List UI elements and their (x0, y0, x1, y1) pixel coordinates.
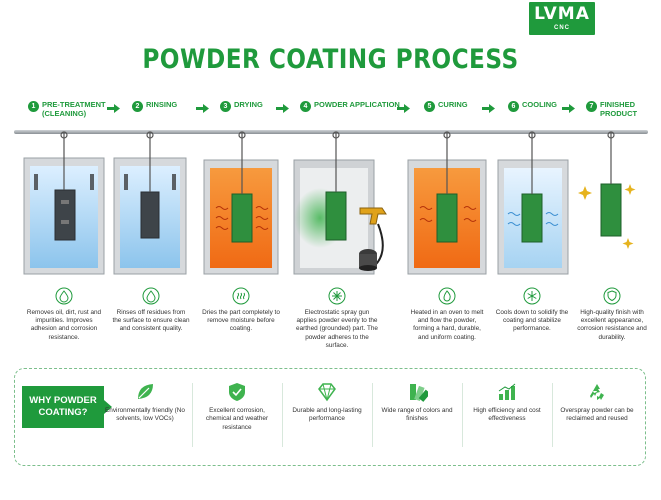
powder-spray-booth (293, 159, 387, 275)
benefit-recycle: Overspray powder can be reclaimed and re… (556, 381, 638, 424)
drying-oven (203, 159, 279, 275)
diamond-icon (318, 383, 336, 402)
step-label: CURING (438, 100, 468, 109)
step-label: POWDER APPLICATION (314, 100, 400, 109)
step-label: FINISHED PRODUCT (600, 100, 638, 118)
description-text: Dries the part completely to remove mois… (202, 309, 280, 333)
step-3: 3 DRYING (220, 100, 263, 124)
step-5: 5 CURING (424, 100, 468, 124)
step-label: COOLING (522, 100, 557, 109)
benefit-text: Environmentally friendly (No solvents, l… (105, 407, 185, 423)
step-description-2: Rinses off residues from the surface to … (112, 287, 190, 334)
step-number: 6 (508, 101, 519, 112)
divider (192, 383, 193, 447)
step-number: 3 (220, 101, 231, 112)
powder-burst-icon (328, 287, 346, 305)
step-number: 4 (300, 101, 311, 112)
step-4: 4 POWDER APPLICATION (300, 100, 400, 124)
step-7: 7 FINISHED PRODUCT (586, 100, 637, 124)
brand-logo: LVMA CNC (529, 2, 595, 35)
quality-shield-icon (603, 287, 621, 305)
heat-waves-icon (232, 287, 250, 305)
step-description-6: Cools down to solidify the coating and s… (493, 287, 571, 334)
step-number: 1 (28, 101, 39, 112)
benefit-resistance: Excellent corrosion, chemical and weathe… (196, 381, 278, 432)
step-2: 2 RINSING (132, 100, 177, 124)
step-label: DRYING (234, 100, 263, 109)
benefit-text: High efficiency and cost effectiveness (473, 407, 541, 423)
recycle-icon (590, 384, 604, 400)
step-label: PRE-TREATMENT (CLEANING) (42, 100, 106, 118)
benefit-text: Excellent corrosion, chemical and weathe… (205, 407, 269, 431)
pretreatment-tank (23, 157, 105, 275)
step-6: 6 COOLING (508, 100, 557, 124)
benefit-durable: Durable and long-lasting performance (286, 381, 368, 424)
color-swatch-icon (410, 384, 428, 402)
rinsing-tank (113, 157, 187, 275)
benefit-text: Overspray powder can be reclaimed and re… (560, 407, 634, 423)
droplet-icon (55, 287, 73, 305)
flame-icon (438, 287, 456, 305)
benefit-text: Durable and long-lasting performance (292, 407, 362, 423)
logo-sub: CNC (554, 25, 570, 31)
divider (282, 383, 283, 447)
why-title: WHY POWDER COATING? (22, 386, 112, 428)
benefit-efficiency: High efficiency and cost effectiveness (466, 381, 548, 424)
divider (552, 383, 553, 447)
logo-main: LVMA (534, 4, 590, 24)
bar-chart-icon (498, 383, 516, 400)
step-1: 1 PRE-TREATMENT (CLEANING) (28, 100, 106, 124)
step-number: 2 (132, 101, 143, 112)
divider (372, 383, 373, 447)
shield-check-icon (229, 383, 245, 401)
description-text: High-quality finish with excellent appea… (577, 309, 647, 341)
snowflake-icon (523, 287, 541, 305)
benefit-text: Wide range of colors and finishes (381, 407, 453, 423)
benefit-eco: Environmentally friendly (No solvents, l… (104, 381, 186, 424)
leaf-icon (138, 384, 153, 399)
divider (462, 383, 463, 447)
finished-part (578, 183, 636, 249)
page-title: POWDER COATING PROCESS (142, 44, 519, 75)
step-description-7: High-quality finish with excellent appea… (573, 287, 651, 342)
process-stations-illustration (23, 131, 636, 275)
step-number: 5 (424, 101, 435, 112)
description-text: Rinses off residues from the surface to … (112, 309, 190, 333)
step-label: RINSING (146, 100, 178, 109)
description-text: Cools down to solidify the coating and s… (495, 309, 569, 333)
step-description-3: Dries the part completely to remove mois… (202, 287, 280, 334)
description-text: Heated in an oven to melt and flow the p… (410, 309, 484, 341)
water-drop-icon (142, 287, 160, 305)
benefit-colors: Wide range of colors and finishes (376, 381, 458, 424)
step-description-5: Heated in an oven to melt and flow the p… (408, 287, 486, 342)
description-text: Electrostatic spray gun applies powder e… (296, 309, 378, 349)
step-number: 7 (586, 101, 597, 112)
cooling-chamber (497, 159, 569, 275)
description-text: Removes oil, dirt, rust and impurities. … (26, 309, 102, 341)
step-description-1: Removes oil, dirt, rust and impurities. … (25, 287, 103, 342)
step-description-4: Electrostatic spray gun applies powder e… (295, 287, 379, 350)
conveyor-rail (14, 130, 648, 134)
